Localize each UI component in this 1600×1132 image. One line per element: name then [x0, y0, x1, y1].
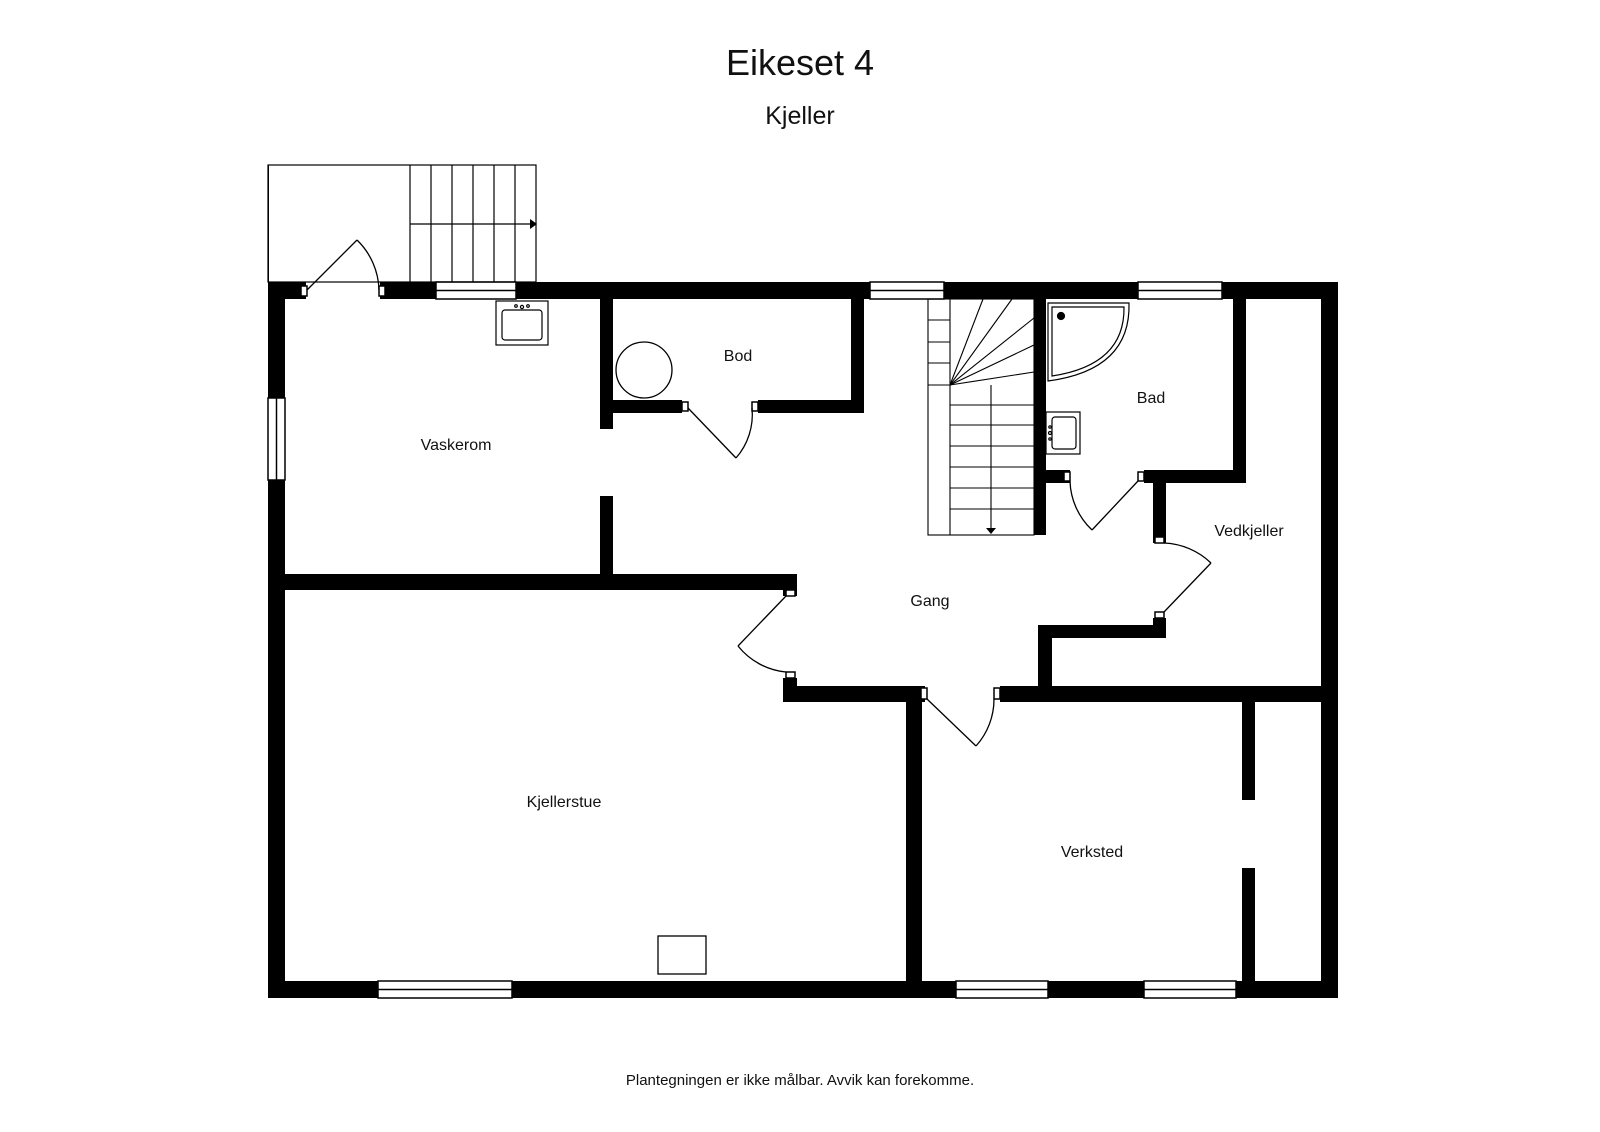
door-jambs [300, 285, 1165, 700]
interior-walls [285, 299, 1321, 981]
floor-name: Kjeller [765, 102, 835, 130]
stair-arrow-down [986, 528, 996, 534]
chimney-box [657, 935, 707, 975]
room-label-verksted: Verksted [1061, 844, 1123, 861]
room-label-bod: Bod [724, 348, 752, 365]
interior-stairs [927, 298, 1035, 536]
room-label-vaskerom: Vaskerom [421, 437, 492, 454]
water-heater [615, 341, 673, 399]
sink-bad [1045, 411, 1081, 455]
windows [267, 281, 1237, 999]
room-label-vedkjeller: Vedkjeller [1214, 523, 1284, 540]
disclaimer-note: Plantegningen er ikke målbar. Avvik kan … [625, 1072, 975, 1089]
shower [1047, 302, 1130, 382]
doors [306, 239, 1212, 747]
plan-title: Eikeset 4 [725, 42, 875, 83]
room-label-gang: Gang [910, 593, 949, 610]
exterior-stairs [267, 164, 537, 283]
room-label-bad: Bad [1137, 390, 1165, 407]
sink-vaskerom [495, 300, 549, 346]
room-label-kjellerstue: Kjellerstue [527, 794, 602, 811]
stair-arrow-up [530, 219, 537, 229]
outer-walls [268, 282, 1338, 998]
